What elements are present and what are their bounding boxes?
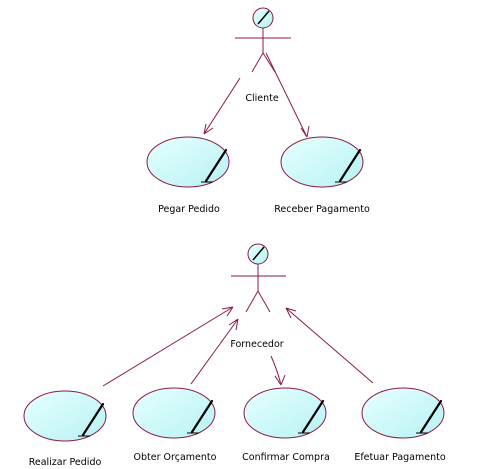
use-case-ink-mark [204, 148, 228, 183]
use-case-ellipse [361, 387, 445, 439]
use-case-label-obter-orcamento: Obter Orçamento [134, 452, 217, 463]
use-case-receber-pagamento[interactable]: Receber Pagamento [274, 136, 370, 215]
use-case-ellipse [132, 387, 216, 439]
actor-head-mark [257, 10, 270, 25]
actor-right-leg [262, 52, 276, 73]
actor-left-leg [245, 290, 259, 313]
use-case-efetuar-pagamento[interactable]: Efetuar Pagamento [354, 387, 446, 463]
use-case-pegar-pedido[interactable]: Pegar Pedido [146, 136, 230, 215]
use-case-ellipse [23, 390, 107, 442]
use-case-label-efetuar-pagamento: Efetuar Pagamento [354, 452, 446, 463]
association-cliente-receber-pagamento[interactable] [265, 52, 310, 138]
association-realizar-pedido-fornecedor[interactable] [102, 306, 234, 387]
use-case-ink-mark [419, 399, 443, 434]
use-case-ellipse [146, 136, 230, 188]
use-case-label-receber-pagamento: Receber Pagamento [274, 204, 370, 215]
use-case-label-pegar-pedido: Pegar Pedido [158, 204, 220, 215]
actor-head-mark [252, 246, 265, 261]
use-case-ink-mark [81, 402, 105, 437]
associations [102, 52, 374, 387]
association-fornecedor-confirmar-compra[interactable] [270, 355, 286, 386]
use-case-obter-orcamento[interactable]: Obter Orçamento [132, 387, 217, 463]
association-cliente-pegar-pedido[interactable] [203, 77, 241, 135]
use-case-ellipse [243, 387, 327, 439]
actor-fornecedor[interactable]: Fornecedor [230, 243, 286, 350]
use-case-ink-mark [338, 148, 362, 183]
actor-left-leg [251, 52, 264, 73]
actor-cliente[interactable]: Cliente [235, 7, 291, 104]
use-case-label-confirmar-compra: Confirmar Compra [242, 452, 330, 463]
use-case-ink-mark [301, 399, 325, 434]
use-case-realizar-pedido[interactable]: Realizar Pedido [23, 390, 107, 468]
actor-label-cliente: Cliente [245, 93, 279, 104]
actor-right-leg [257, 290, 271, 313]
use-case-ink-mark [190, 399, 214, 434]
actor-label-fornecedor: Fornecedor [230, 339, 283, 350]
association-efetuar-pagamento-fornecedor[interactable] [285, 307, 374, 384]
association-obter-orcamento-fornecedor[interactable] [190, 318, 239, 385]
use-case-confirmar-compra[interactable]: Confirmar Compra [242, 387, 330, 463]
use-case-ellipse [280, 136, 364, 188]
use-case-label-realizar-pedido: Realizar Pedido [29, 457, 102, 468]
